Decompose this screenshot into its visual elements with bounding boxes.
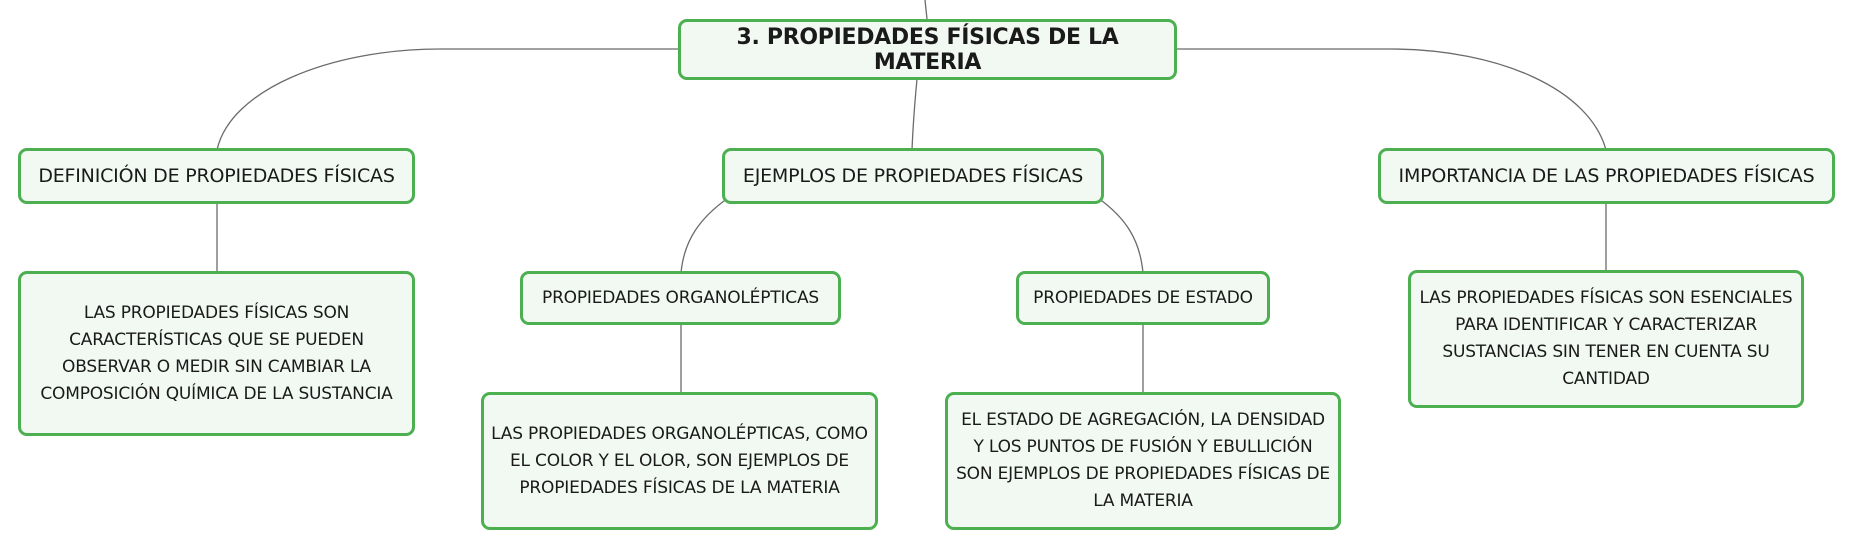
connector-root-importancia [1177, 48, 1607, 151]
note-estado[interactable]: EL ESTADO DE AGREGACIÓN, LA DENSIDAD Y L… [945, 392, 1341, 530]
note-importancia[interactable]: LAS PROPIEDADES FÍSICAS SON ESENCIALES P… [1408, 270, 1804, 408]
topic-importancia-label: IMPORTANCIA DE LAS PROPIEDADES FÍSICAS [1398, 165, 1815, 187]
topic-estado[interactable]: PROPIEDADES DE ESTADO [1016, 271, 1270, 325]
note-estado-text: EL ESTADO DE AGREGACIÓN, LA DENSIDAD Y L… [956, 410, 1330, 511]
note-importancia-text: LAS PROPIEDADES FÍSICAS SON ESENCIALES P… [1419, 288, 1793, 389]
topic-organolepticas-label: PROPIEDADES ORGANOLÉPTICAS [542, 288, 819, 308]
topic-importancia[interactable]: IMPORTANCIA DE LAS PROPIEDADES FÍSICAS [1378, 148, 1835, 204]
note-organolepticas[interactable]: LAS PROPIEDADES ORGANOLÉPTICAS, COMO EL … [481, 392, 878, 530]
topic-definicion[interactable]: DEFINICIÓN DE PROPIEDADES FÍSICAS [18, 148, 415, 204]
note-definicion-text: LAS PROPIEDADES FÍSICAS SON CARACTERÍSTI… [40, 302, 393, 404]
note-definicion[interactable]: LAS PROPIEDADES FÍSICAS SON CARACTERÍSTI… [18, 271, 415, 436]
connector-root-definicion [216, 48, 681, 151]
topic-estado-label: PROPIEDADES DE ESTADO [1033, 288, 1253, 308]
root-topic-label: 3. PROPIEDADES FÍSICAS DE LA MATERIA [736, 24, 1119, 75]
connector-ejemplos-estado [1097, 197, 1144, 274]
note-organolepticas-text: LAS PROPIEDADES ORGANOLÉPTICAS, COMO EL … [491, 423, 868, 498]
root-topic[interactable]: 3. PROPIEDADES FÍSICAS DE LA MATERIA [678, 19, 1177, 80]
topic-organolepticas[interactable]: PROPIEDADES ORGANOLÉPTICAS [520, 271, 841, 325]
connector-ejemplos-organolepticas [680, 197, 729, 274]
topic-ejemplos[interactable]: EJEMPLOS DE PROPIEDADES FÍSICAS [722, 148, 1104, 204]
topic-ejemplos-label: EJEMPLOS DE PROPIEDADES FÍSICAS [742, 165, 1084, 187]
connector-from-parent [924, 0, 928, 20]
connector-root-ejemplos [911, 78, 918, 151]
topic-definicion-label: DEFINICIÓN DE PROPIEDADES FÍSICAS [38, 165, 395, 187]
